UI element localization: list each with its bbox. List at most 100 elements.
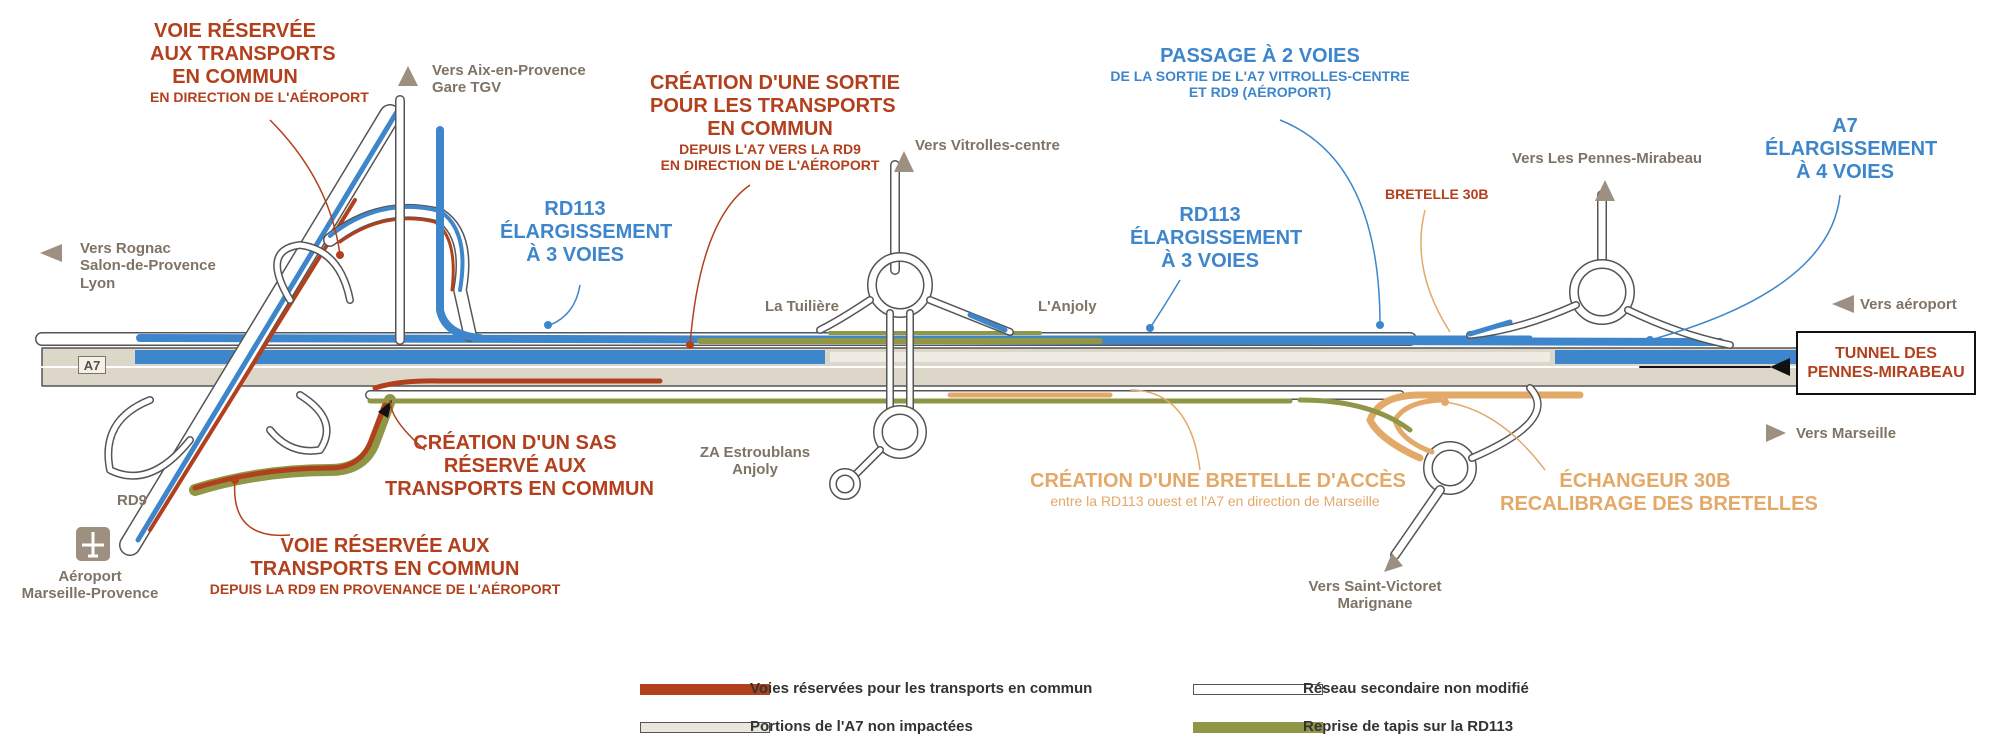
place-line: Marseille-Provence xyxy=(21,585,159,603)
legend-swatch-secondary xyxy=(1193,684,1323,695)
place-line: ZA Estroublans xyxy=(699,444,811,461)
callout-line: RÉSERVÉ AUX xyxy=(443,455,587,477)
tunnel-box: TUNNEL DES PENNES-MIRABEAU xyxy=(1796,331,1976,395)
leader-passage-2-voies xyxy=(1279,119,1381,326)
place-line: Vers Saint-Victoret xyxy=(1308,578,1442,595)
a7-direction-arrow xyxy=(1770,358,1790,376)
place-marseille: Vers Marseille xyxy=(1796,425,1897,442)
leader-creation-sas xyxy=(389,399,426,451)
callout-sub: entre la RD113 ouest et l'A7 en directio… xyxy=(1050,493,1380,509)
a7-widening-right xyxy=(1555,350,1810,364)
place-line: Salon-de-Provence xyxy=(80,257,216,275)
legend-label-secondary: Réseau secondaire non modifié xyxy=(1303,680,1529,697)
loop-southeast xyxy=(266,391,331,455)
callout-voie-reservee-rd9: VOIE RÉSERVÉE AUX TRANSPORTS EN COMMUN D… xyxy=(205,535,565,597)
30b-green xyxy=(1297,397,1413,433)
a7-widening-left xyxy=(135,350,825,364)
callout-line: CRÉATION D'UN SAS xyxy=(413,432,617,454)
arrow-aeroport-icon xyxy=(1832,295,1854,313)
callout-line: EN COMMUN xyxy=(707,118,833,140)
leader-bretelle-30b xyxy=(1420,209,1451,333)
ramp-north-bus xyxy=(338,217,455,292)
label-bretelle-30b: BRETELLE 30B xyxy=(1385,186,1489,202)
callout-line: À 3 VOIES xyxy=(526,244,624,266)
place-rognac: Vers Rognac Salon-de-Provence Lyon xyxy=(80,240,216,292)
place-aeroport-direction: Vers aéroport xyxy=(1860,296,1957,313)
leader-creation-bretelle xyxy=(1129,389,1201,471)
bus-lane-arrow xyxy=(378,400,392,418)
leader-creation-sortie xyxy=(689,184,751,346)
callout-rd113-left: RD113 ÉLARGISSEMENT À 3 VOIES xyxy=(500,198,672,267)
place-anjoly: L'Anjoly xyxy=(1038,298,1097,315)
callout-line: ÉCHANGEUR 30B xyxy=(1559,470,1731,492)
place-line: Gare TGV xyxy=(432,79,502,97)
place-line: Vers Rognac xyxy=(80,240,171,257)
arrow-marseille-icon xyxy=(1766,424,1786,442)
callout-sub: DEPUIS L'A7 VERS LA RD9 xyxy=(679,141,861,157)
leader-rd113-left xyxy=(549,284,581,326)
place-za: ZA Estroublans Anjoly xyxy=(690,444,820,479)
place-line: Aéroport xyxy=(58,568,122,585)
callout-line: RD113 xyxy=(1179,204,1241,226)
callout-line: ÉLARGISSEMENT xyxy=(1765,138,1938,160)
arrow-vitrolles-icon xyxy=(894,151,914,172)
leader-voie-reservee-rd9 xyxy=(233,479,291,537)
callout-sub: ET RD9 (AÉROPORT) xyxy=(1188,84,1332,101)
aix-branch-blue xyxy=(436,126,484,342)
callout-line: TRANSPORTS EN COMMUN xyxy=(250,558,520,580)
callout-sub: EN DIRECTION DE L'AÉROPORT xyxy=(660,157,880,174)
place-aix: Vers Aix-en-Provence Gare TGV xyxy=(432,62,586,97)
callout-line: CRÉATION D'UNE BRETELLE D'ACCÈS xyxy=(1030,470,1406,492)
callout-echangeur-30b: ÉCHANGEUR 30B RECALIBRAGE DES BRETELLES xyxy=(1500,470,1818,516)
legend-label-resurfacing: Reprise de tapis sur la RD113 xyxy=(1303,718,1514,735)
legend-label-bus-lane: Voies réservées pour les transports en c… xyxy=(750,680,1093,697)
place-line: Lyon xyxy=(80,274,116,292)
place-saint-victoret: Vers Saint-Victoret Marignane xyxy=(1290,578,1460,613)
callout-creation-bretelle: CRÉATION D'UNE BRETELLE D'ACCÈS entre la… xyxy=(1030,470,1406,509)
callout-line: TRANSPORTS EN COMMUN xyxy=(385,478,654,500)
tunnel-line: PENNES-MIRABEAU xyxy=(1807,364,1965,381)
place-vitrolles: Vers Vitrolles-centre xyxy=(915,137,1060,154)
callout-line: À 3 VOIES xyxy=(1161,250,1259,272)
place-airport: Aéroport Marseille-Provence xyxy=(10,568,170,603)
callout-passage-2-voies: PASSAGE À 2 VOIES DE LA SORTIE DE L'A7 V… xyxy=(1100,45,1420,100)
bretelle-30b-ramp-orange xyxy=(1366,391,1584,462)
tunnel-line: TUNNEL DES xyxy=(1835,344,1937,362)
place-rd9: RD9 xyxy=(117,492,148,509)
callout-sub: DEPUIS LA RD9 EN PROVENANCE DE L'AÉROPOR… xyxy=(209,581,561,597)
arrow-saint-victoret-icon xyxy=(1384,553,1403,572)
callout-line: PASSAGE À 2 VOIES xyxy=(1160,45,1360,67)
a7-badge: A7 xyxy=(78,356,106,374)
callout-line: POUR LES TRANSPORTS xyxy=(650,95,896,117)
a7-unaffected-portion xyxy=(830,352,1550,362)
callout-line: RD113 xyxy=(544,198,606,220)
legend-swatch-bus-lane xyxy=(640,684,770,695)
callout-line: À 4 VOIES xyxy=(1796,161,1894,183)
leader-voie-reservee-aero xyxy=(269,119,341,256)
place-line: Anjoly xyxy=(732,461,778,479)
callout-line: RECALIBRAGE DES BRETELLES xyxy=(1500,493,1818,515)
arrow-aix-icon xyxy=(398,66,418,86)
callout-voie-reservee-aero: VOIE RÉSERVÉE AUX TRANSPORTS EN COMMUN E… xyxy=(150,20,369,105)
callout-a7-elargissement: A7 ÉLARGISSEMENT À 4 VOIES xyxy=(1765,115,1938,184)
callout-line: AUX TRANSPORTS xyxy=(150,43,336,65)
legend-label-a7: Portions de l'A7 non impactées xyxy=(750,718,973,735)
place-line: Vers Aix-en-Provence xyxy=(432,62,586,79)
arrow-rognac-icon xyxy=(40,244,62,262)
leader-a7-elargissement xyxy=(1649,194,1841,341)
place-tuiliere: La Tuilière xyxy=(765,298,839,315)
callout-line: VOIE RÉSERVÉE xyxy=(154,20,316,42)
place-pennes: Vers Les Pennes-Mirabeau xyxy=(1512,150,1703,167)
callout-line: VOIE RÉSERVÉE AUX xyxy=(280,535,490,557)
callout-creation-sas: CRÉATION D'UN SAS RÉSERVÉ AUX TRANSPORTS… xyxy=(385,432,654,501)
callout-line: A7 xyxy=(1832,115,1858,137)
rd9-diagonal-blue xyxy=(135,107,401,543)
leader-rd113-right xyxy=(1149,279,1181,329)
callout-sub: EN DIRECTION DE L'AÉROPORT xyxy=(150,89,369,105)
arrow-pennes-icon xyxy=(1595,180,1615,201)
callout-rd113-right: RD113 ÉLARGISSEMENT À 3 VOIES xyxy=(1130,204,1302,273)
legend-swatch-resurfacing xyxy=(1193,722,1323,733)
place-line: Marignane xyxy=(1337,595,1413,613)
leader-echangeur-30b xyxy=(1444,401,1546,471)
